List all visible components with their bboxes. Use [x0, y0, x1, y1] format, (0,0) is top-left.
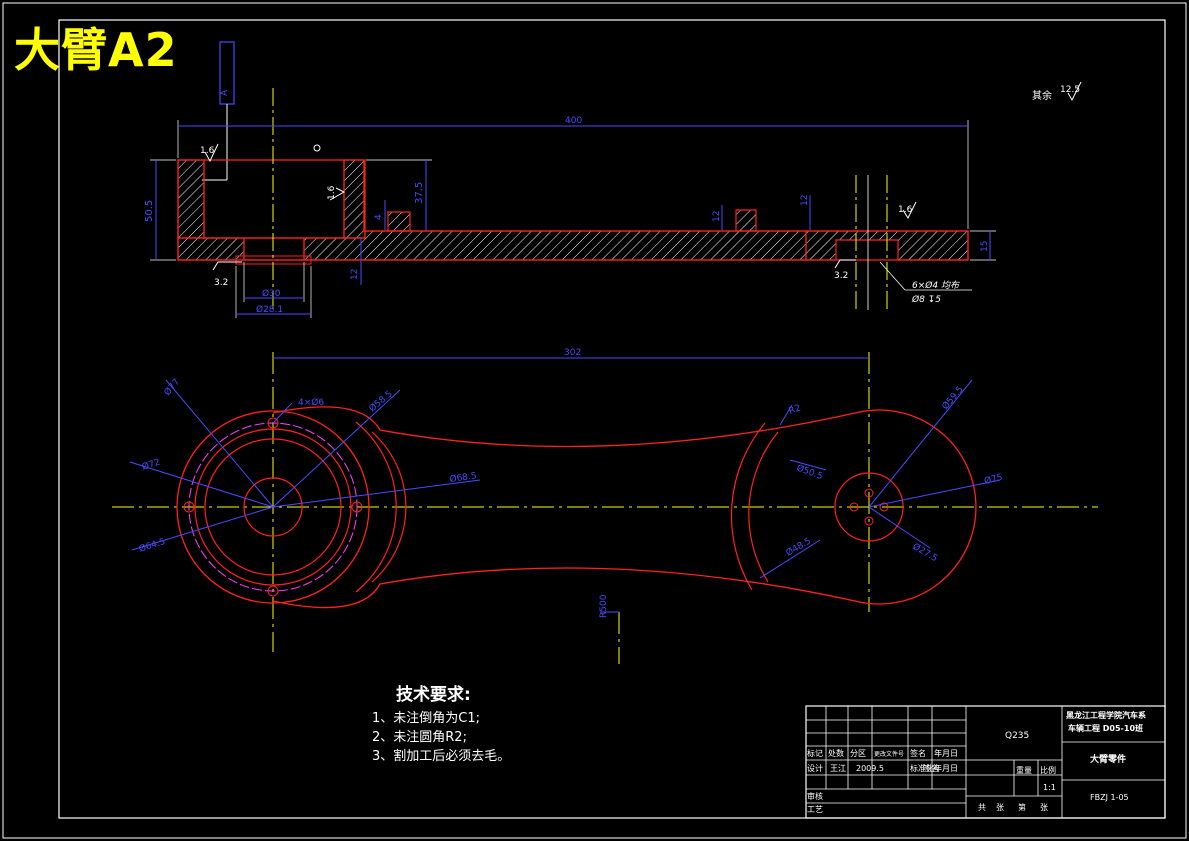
svg-text:Ø75: Ø75 — [983, 472, 1004, 487]
svg-text:Ø28.1: Ø28.1 — [256, 304, 283, 315]
rib-1 — [387, 211, 411, 232]
svg-text:1.6: 1.6 — [898, 205, 913, 215]
svg-text:R2: R2 — [788, 403, 803, 416]
svg-text:Ø48.5: Ø48.5 — [784, 536, 813, 559]
left-wall-hatch — [177, 159, 205, 239]
svg-text:审核: 审核 — [807, 791, 823, 801]
svg-text:12: 12 — [712, 211, 722, 222]
svg-text:更改文件号: 更改文件号 — [874, 750, 904, 758]
tech-note-1: 1、未注倒角为C1; — [372, 711, 480, 726]
svg-text:R500: R500 — [599, 594, 609, 618]
svg-text:A: A — [220, 89, 230, 96]
svg-text:Ø72: Ø72 — [141, 457, 162, 473]
boss-left-outer — [176, 410, 370, 604]
svg-text:4: 4 — [374, 214, 384, 220]
svg-text:第: 第 — [1018, 802, 1026, 812]
svg-text:12: 12 — [800, 195, 810, 206]
tech-note-2: 2、未注圆角R2; — [372, 730, 467, 745]
svg-text:Ø77: Ø77 — [162, 377, 182, 398]
svg-text:15: 15 — [980, 241, 990, 252]
tech-notes-title: 技术要求: — [396, 685, 471, 705]
svg-text:400: 400 — [565, 116, 582, 126]
svg-text:其余: 其余 — [1032, 89, 1052, 102]
svg-text:签名: 签名 — [910, 748, 926, 758]
dim-left-height: 50.5 — [144, 159, 176, 261]
base-hatch-2 — [303, 230, 807, 261]
svg-text:标准化: 标准化 — [910, 763, 934, 773]
svg-text:Ø30: Ø30 — [262, 288, 281, 299]
svg-text:处数: 处数 — [828, 748, 844, 758]
rib-2 — [735, 209, 757, 232]
svg-text:大臂零件: 大臂零件 — [1090, 753, 1126, 765]
tech-note-3: 3、割加工后必须去毛。 — [372, 749, 511, 764]
svg-text:1.6: 1.6 — [200, 146, 215, 156]
svg-text:张: 张 — [1040, 803, 1048, 812]
svg-text:共: 共 — [978, 803, 986, 812]
svg-text:黑龙江工程学院汽车系: 黑龙江工程学院汽车系 — [1066, 710, 1146, 720]
svg-text:设计: 设计 — [807, 763, 823, 773]
svg-text:年月日: 年月日 — [934, 748, 958, 758]
svg-text:重量: 重量 — [1016, 765, 1032, 775]
title-block — [805, 705, 1166, 819]
inner-border — [58, 19, 1166, 819]
dim-pocket-depth: 37.5 — [366, 159, 432, 231]
svg-text:Ø8 ↧5: Ø8 ↧5 — [911, 294, 941, 305]
base-hatch — [177, 237, 245, 261]
svg-text:签名: 签名 — [923, 763, 939, 773]
dim-right-thickness: 15 — [970, 230, 996, 261]
svg-text:Ø64.5: Ø64.5 — [138, 536, 167, 555]
svg-text:比例: 比例 — [1040, 765, 1056, 775]
dim-bores: Ø30 Ø28.1 — [235, 262, 312, 318]
svg-text:12: 12 — [350, 269, 360, 280]
plan-view: 302 Ø77 Ø72 Ø64.5 Ø58.5 Ø68.5 4×Ø6 R2 — [112, 348, 1098, 664]
svg-text:Ø59.5: Ø59.5 — [940, 384, 966, 412]
svg-text:1:1: 1:1 — [1043, 783, 1056, 792]
svg-text:Q235: Q235 — [1005, 731, 1029, 741]
svg-text:车辆工程 D05-10班: 车辆工程 D05-10班 — [1068, 723, 1143, 733]
svg-text:张: 张 — [996, 803, 1004, 812]
svg-text:Ø68.5: Ø68.5 — [449, 470, 477, 485]
svg-text:王江: 王江 — [830, 764, 846, 773]
svg-text:FBZJ 1-05: FBZJ 1-05 — [1090, 793, 1129, 802]
svg-text:年月日: 年月日 — [934, 763, 958, 773]
title-block-text: Q235 黑龙江工程学院汽车系 车辆工程 D05-10班 大臂零件 FBZJ 1… — [807, 710, 1146, 814]
svg-text:6×Ø4 均布: 6×Ø4 均布 — [912, 280, 961, 291]
svg-text:2009.5: 2009.5 — [856, 764, 884, 773]
svg-text:302: 302 — [564, 348, 581, 358]
svg-text:标记: 标记 — [807, 748, 823, 758]
section-view: A 400 50.5 — [144, 41, 996, 318]
arm-outline — [272, 406, 977, 609]
tech-notes: 技术要求: 1、未注倒角为C1; 2、未注圆角R2; 3、割加工后必须去毛。 — [372, 680, 510, 766]
svg-text:1.6: 1.6 — [327, 185, 337, 200]
right-wall-hatch — [343, 159, 366, 239]
dim-center-distance: 302 — [273, 348, 869, 359]
svg-text:37.5: 37.5 — [414, 182, 425, 204]
svg-text:50.5: 50.5 — [144, 200, 155, 222]
roughness-other: 其余 12.5 — [1032, 81, 1082, 102]
dim-overall-length: 400 — [177, 116, 969, 229]
svg-text:工艺: 工艺 — [807, 805, 823, 814]
svg-text:3.2: 3.2 — [214, 278, 228, 288]
drawing-title: 大臂A2 — [14, 23, 178, 77]
hole-note: 6×Ø4 均布 Ø8 ↧5 — [879, 261, 972, 305]
svg-text:分区: 分区 — [850, 749, 866, 758]
svg-text:12.5: 12.5 — [1060, 85, 1080, 95]
svg-text:4×Ø6: 4×Ø6 — [298, 397, 324, 408]
svg-text:3.2: 3.2 — [834, 271, 848, 281]
svg-text:Ø58.5: Ø58.5 — [367, 388, 395, 414]
roughness-marks: 1.6 1.6 1.6 3.2 3.2 — [200, 143, 917, 288]
